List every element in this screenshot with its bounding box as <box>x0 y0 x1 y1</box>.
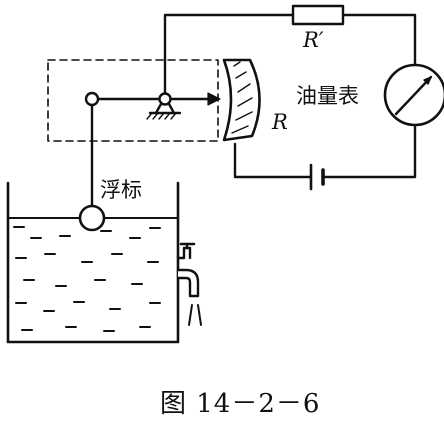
lever-end-pivot <box>84 91 100 107</box>
wire-bottom-left <box>233 142 313 179</box>
lever-arm <box>84 91 221 210</box>
fixed-resistor <box>291 4 345 26</box>
fixed-resistor-label: R′ <box>303 28 324 52</box>
variable-resistor <box>222 58 261 142</box>
fuel-gauge-meter <box>383 63 444 127</box>
faucet-icon <box>176 242 202 326</box>
battery-icon <box>309 163 325 191</box>
fixed-pivot <box>146 92 182 120</box>
wire-right-bottom <box>321 123 417 179</box>
fuel-tank <box>6 181 180 344</box>
slider-arrow-icon <box>207 92 221 106</box>
wire-top-left <box>163 13 295 98</box>
circuit-wires <box>163 13 417 179</box>
float-ball <box>78 204 106 232</box>
wire-top-right <box>341 13 417 67</box>
figure-caption: 图 14－2－6 <box>160 389 321 419</box>
variable-resistor-label: R <box>272 110 288 134</box>
resistor-hatching <box>231 61 253 134</box>
fuel-gauge-label: 油量表 <box>296 84 359 108</box>
lever-enclosure-dashed <box>47 59 219 142</box>
float-label: 浮标 <box>100 178 142 202</box>
liquid-dashes <box>13 226 161 332</box>
